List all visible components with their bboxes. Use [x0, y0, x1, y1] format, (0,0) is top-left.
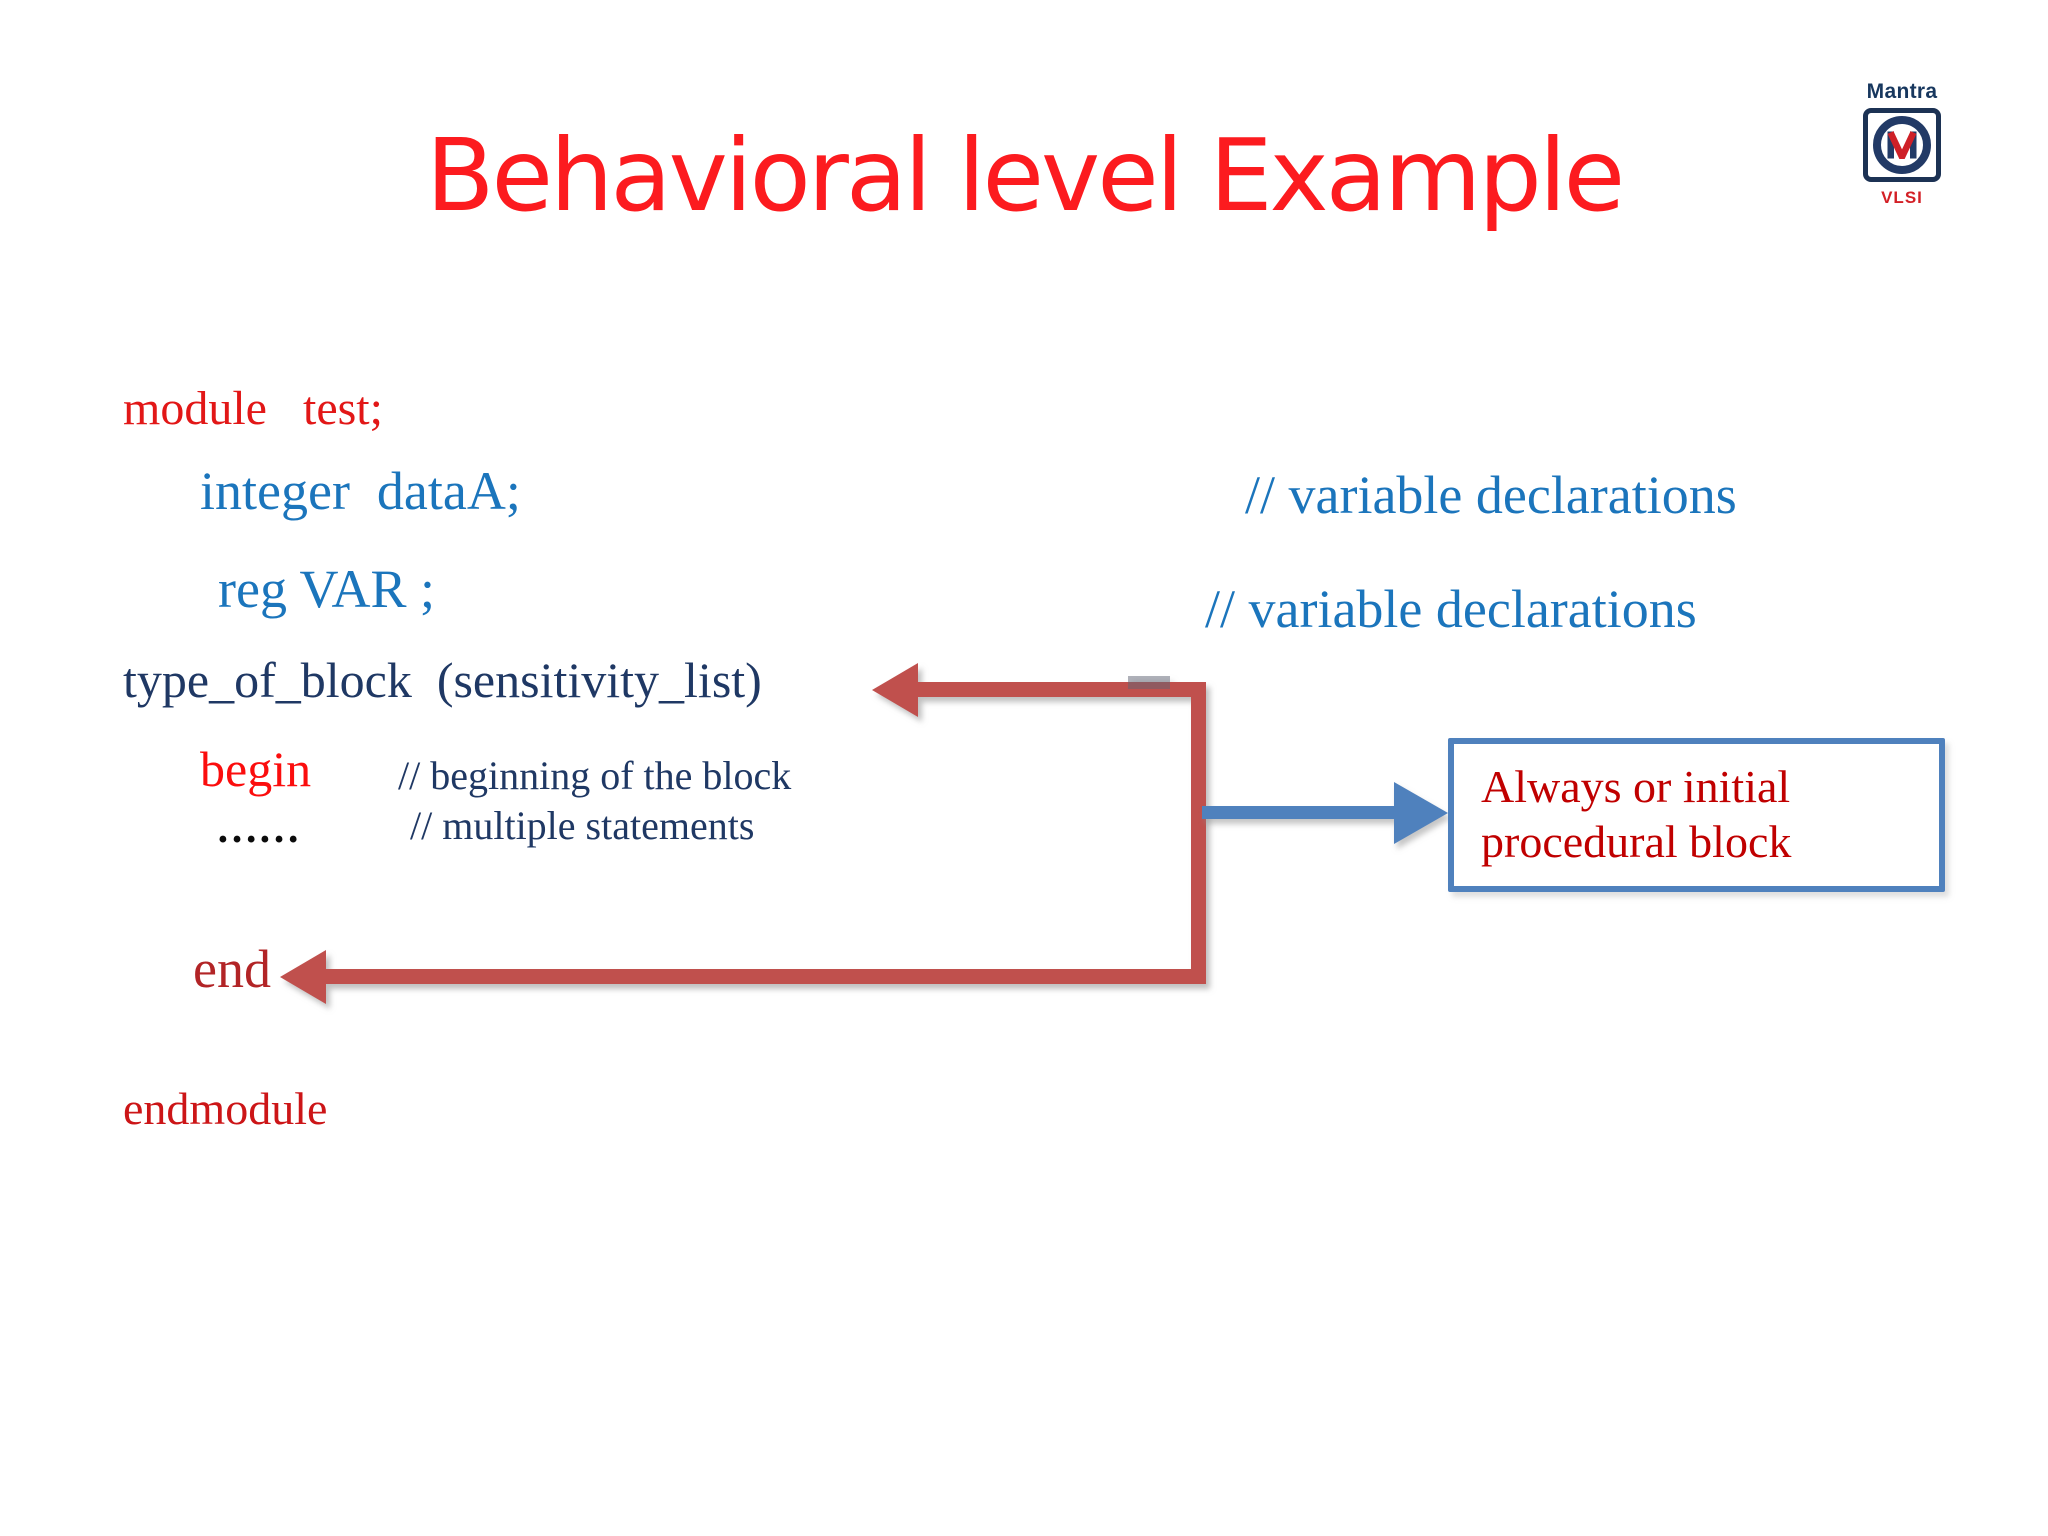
mantra-vlsi-logo: Mantra VLSI: [1858, 80, 1946, 208]
red-line-top: [914, 682, 1206, 697]
red-line-shadow-artifact: [1128, 676, 1170, 689]
code-module-declaration: module test;: [123, 382, 383, 435]
logo-monogram-m: [1887, 131, 1917, 159]
code-integer-comment: // variable declarations: [1245, 465, 1737, 525]
code-begin-keyword: begin: [200, 741, 312, 797]
blue-arrowhead-icon: [1394, 782, 1448, 844]
callout-line2: procedural block: [1481, 816, 1792, 868]
logo-circle: [1873, 116, 1931, 174]
red-arrowhead-sensitivity-list-icon: [872, 663, 918, 717]
code-block-header: type_of_block (sensitivity_list): [123, 652, 762, 708]
code-reg-declaration: reg VAR ;: [218, 559, 436, 619]
logo-sub-text: VLSI: [1881, 188, 1923, 207]
code-endmodule-keyword: endmodule: [123, 1083, 328, 1134]
code-ellipsis: ……: [216, 806, 300, 852]
mantra-m-icon: [1863, 108, 1941, 182]
slide-title: Behavioral level Example: [425, 117, 1625, 234]
code-end-keyword: end: [193, 939, 271, 999]
callout-line1: Always or initial: [1481, 761, 1791, 812]
code-ellipsis-comment: // multiple statements: [410, 803, 755, 848]
code-integer-declaration: integer dataA;: [200, 461, 521, 521]
procedural-block-callout: Always or initial procedural block: [1448, 738, 1945, 892]
red-line-bottom: [320, 969, 1206, 984]
red-line-vertical: [1191, 682, 1206, 983]
logo-brand-text: Mantra: [1866, 80, 1938, 103]
code-begin-comment: // beginning of the block: [398, 753, 792, 798]
blue-arrow-shaft: [1202, 806, 1402, 819]
red-arrowhead-end-icon: [280, 950, 326, 1004]
code-reg-comment: // variable declarations: [1205, 579, 1697, 639]
